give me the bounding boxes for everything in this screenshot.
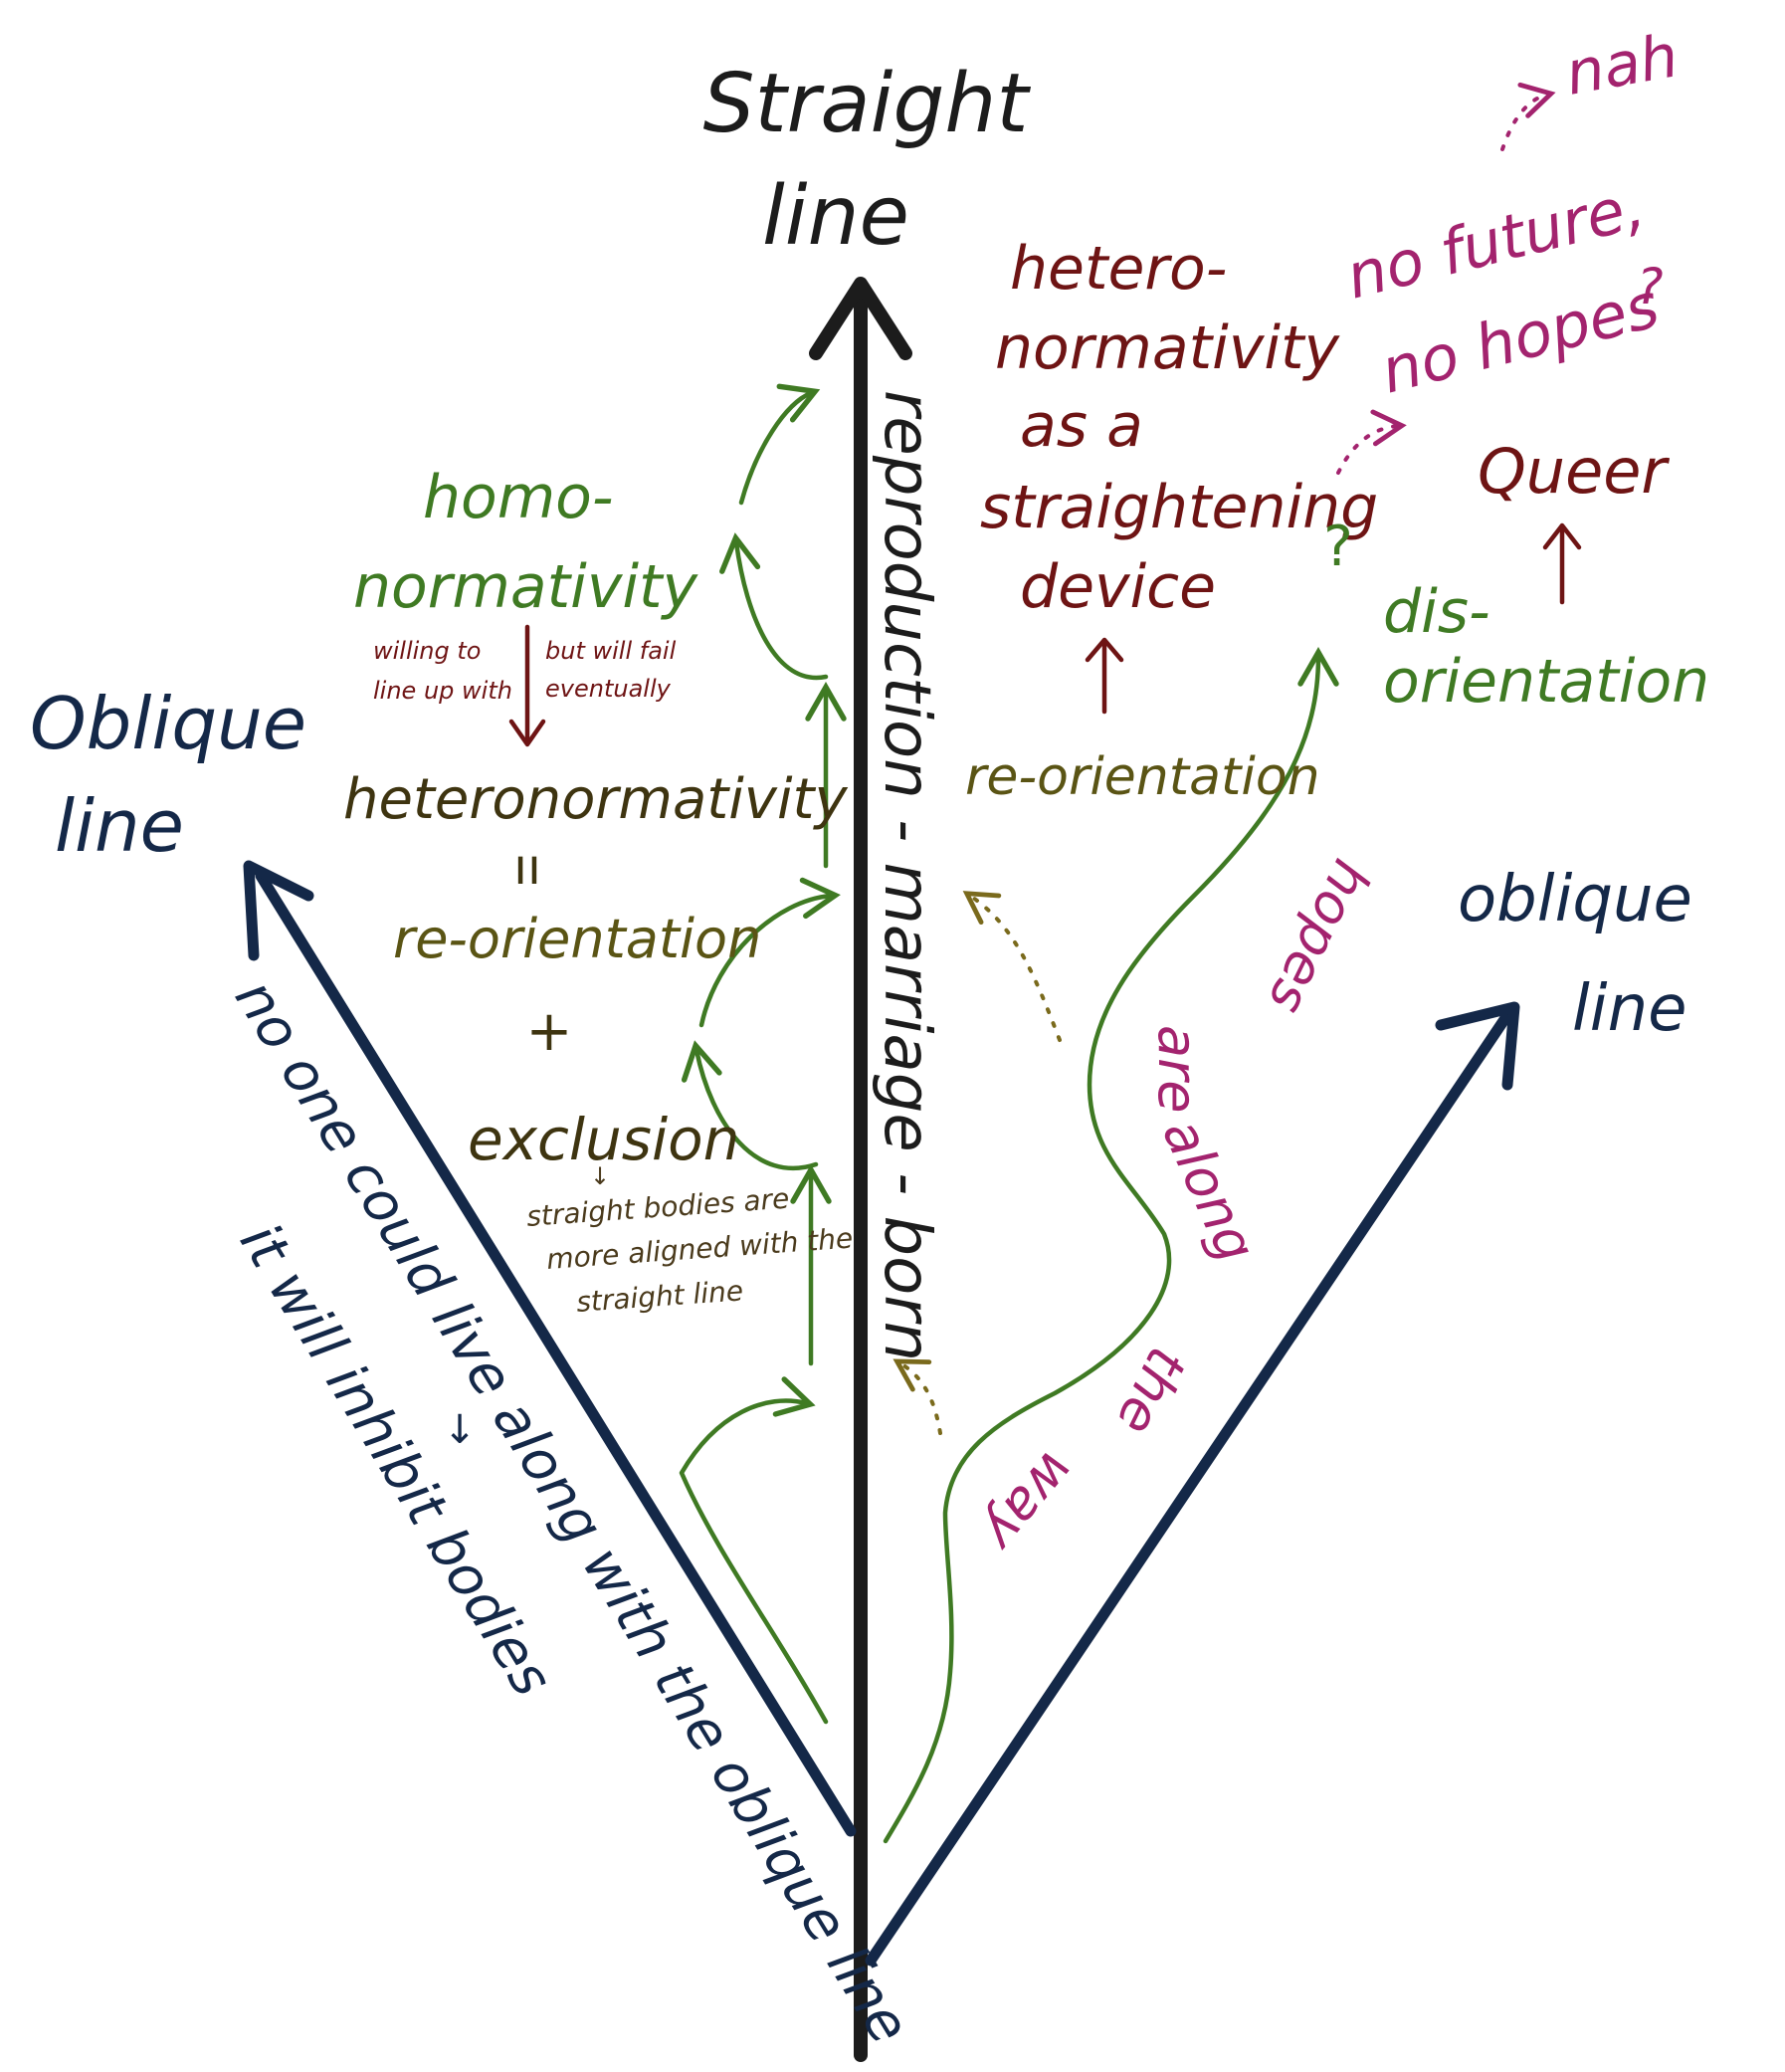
hetero-line-1: hetero- xyxy=(1010,234,1227,304)
straight-line-label: Straight line xyxy=(702,57,1031,264)
straight-bodies-arrow: ↓ xyxy=(590,1162,610,1190)
hetero-line-5: device xyxy=(1020,552,1216,622)
dis-line-1: dis- xyxy=(1383,577,1490,647)
oblique-left-word-2: line xyxy=(55,784,184,868)
no-future-block: no future, no hopes ? nah xyxy=(1339,21,1684,407)
fail-line-1: but will fail xyxy=(545,637,677,665)
straight-bodies-line-1: straight bodies are xyxy=(525,1182,790,1233)
axis-vertical-label: reproduction - marriage - born xyxy=(870,390,943,1361)
fail-line-2: eventually xyxy=(545,675,672,703)
oblique-line-right-axis xyxy=(865,1001,1520,1967)
question-mark: ? xyxy=(1323,515,1353,579)
disorientation-path xyxy=(883,647,1339,1844)
exclusion-word: exclusion xyxy=(468,1106,739,1173)
homo-line-1: homo- xyxy=(423,463,614,532)
homo-line-2: normativity xyxy=(353,552,699,622)
oblique-right-label: oblique line xyxy=(1458,863,1692,1046)
straight-bodies-line-3: straight line xyxy=(575,1274,744,1319)
the-word: the xyxy=(1103,1338,1198,1444)
straight-bodies-line-2: more aligned with the xyxy=(545,1222,854,1276)
no-future-question: ? xyxy=(1637,258,1664,315)
inhibit-arrow: ↓ xyxy=(443,1407,477,1453)
question-dotted-arrows xyxy=(1336,82,1556,475)
nah-word: nah xyxy=(1560,21,1683,109)
equals-sign: ıı xyxy=(513,838,541,896)
disorientation-block: ? dis- orientation Queer xyxy=(1323,435,1709,717)
heteronormativity-word: heteronormativity xyxy=(343,767,848,832)
reorientation-dotted-arrows xyxy=(892,891,1062,1435)
willing-line-1: willing to xyxy=(373,637,481,665)
oblique-left-word-1: Oblique xyxy=(30,682,306,765)
oblique-line-left-axis xyxy=(243,860,857,1837)
heteronormativity-block: heteronormativity ıı re-orientation + ex… xyxy=(343,767,854,1319)
dis-line-2: orientation xyxy=(1383,647,1709,717)
hetero-line-4: straightening xyxy=(980,473,1378,542)
straight-line-word: line xyxy=(762,169,909,264)
are-word: are xyxy=(1146,1025,1209,1114)
straightening-device-block: hetero- normativity as a straightening d… xyxy=(980,234,1378,622)
straight-title: Straight xyxy=(702,57,1031,151)
homonormativity-arrows xyxy=(679,383,847,1725)
queer-word: Queer xyxy=(1478,435,1670,508)
homonormativity-block: homo- normativity willing to line up wit… xyxy=(353,463,699,705)
willing-line-2: line up with xyxy=(373,677,512,705)
reorientation-left: re-orientation xyxy=(393,908,761,970)
plus-sign: + xyxy=(526,999,573,1064)
way-word: way xyxy=(969,1440,1088,1564)
hopes-along-the-way: hopes are along the way xyxy=(969,850,1383,1563)
oblique-right-word-1: oblique xyxy=(1458,863,1692,936)
reorientation-right: re-orientation xyxy=(965,747,1320,807)
hetero-line-3: as a xyxy=(1020,391,1143,461)
hetero-line-2: normativity xyxy=(995,313,1341,383)
straight-line-axis xyxy=(809,277,912,2062)
hopes-word: hopes xyxy=(1256,850,1383,1023)
oblique-right-word-2: line xyxy=(1572,972,1687,1046)
maroon-arrows xyxy=(508,522,1582,747)
oblique-left-label: Oblique line xyxy=(30,682,306,868)
